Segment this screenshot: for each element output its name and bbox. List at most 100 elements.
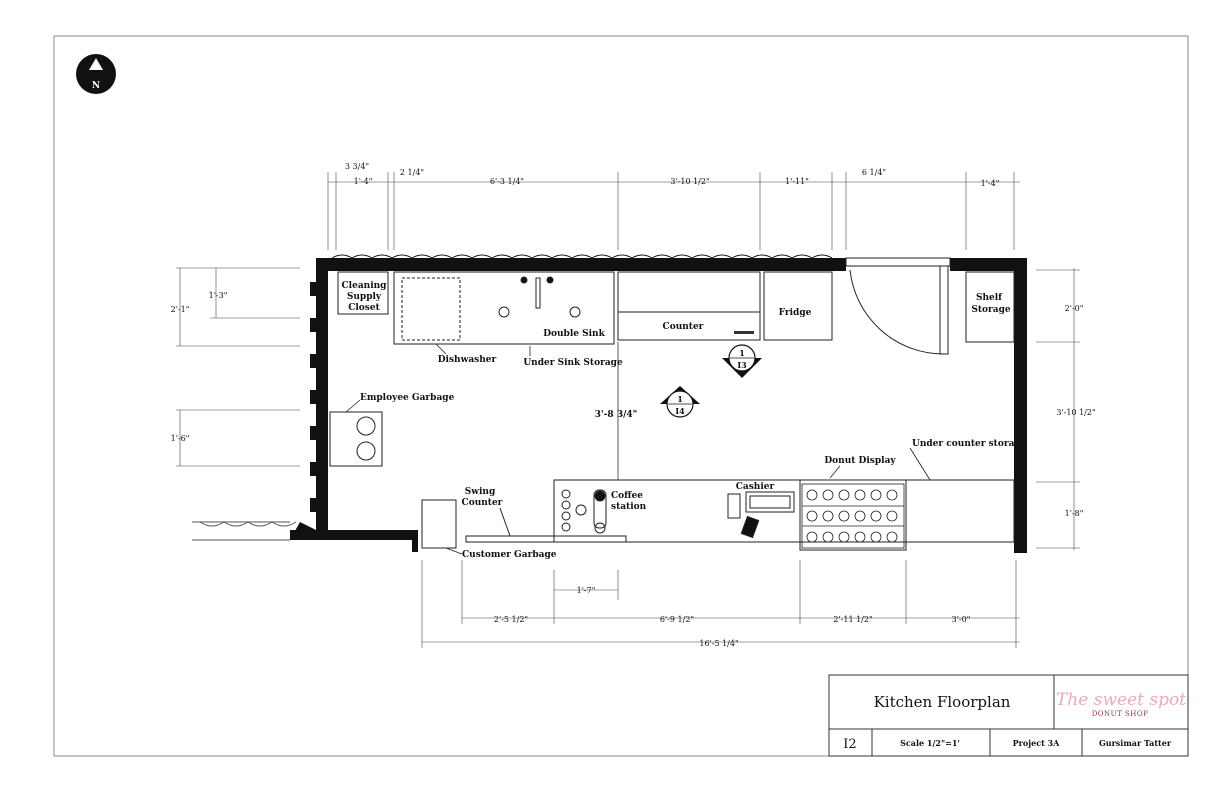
employee-garbage-label: Employee Garbage [360,393,455,403]
donut-display-label: Donut Display [824,456,896,466]
coffee-station-label-1: Coffee [611,491,643,501]
dim-right-1: 3'-10 1/2" [1056,408,1095,417]
donut-icon [806,489,818,501]
fridge-label: Fridge [779,308,812,318]
dim-top-5: 1'-11" [785,177,809,186]
swing-counter-label-2: Counter [462,498,503,508]
donut-icon [838,531,850,543]
author-name: Gursimar Tatter [1099,738,1172,748]
customer-garbage-label: Customer Garbage [462,550,557,560]
sheet-border [53,35,1189,757]
under-counter-storage-label: Under counter storage [912,439,1027,449]
walls [290,258,1027,553]
dim-top-2: 2 1/4" [400,168,424,177]
arrow-up-icon [89,58,103,70]
wall-return [412,530,418,552]
logo-wordmark: The sweet spot [1056,690,1186,710]
dim-bottom-1: 2'-5 1/2" [494,615,528,624]
donut-icon [806,510,818,522]
donut-icon [838,489,850,501]
sink-drain-icon [569,306,581,318]
dim-bottom-3: 2'-11 1/2" [833,615,872,624]
dim-top-3: 6'-3 1/4" [490,177,524,186]
top-dimensions [327,172,1020,250]
coffee-station-label-2: station [611,502,647,512]
east-wall [1014,258,1027,553]
donut-icon [886,510,898,522]
north-arrow: N [76,54,116,94]
shelf-storage: Shelf Storage [965,271,1015,343]
title-block: Kitchen Floorplan I2 Scale 1/2"=1' Proje… [828,674,1189,757]
north-wall-hatch [331,254,833,259]
bottom-dimensions [421,560,1020,648]
fridge: Fridge [763,271,833,341]
sink-counter [393,271,615,345]
dim-top-4: 3'-10 1/2" [670,177,709,186]
section-marker-i3-sheet: I3 [737,360,747,370]
dishwasher [401,277,461,341]
donut-icon [854,489,866,501]
swing-counter [465,507,627,543]
swing-counter-label-1: Swing [465,487,496,497]
dim-right-0: 2'-0" [1065,304,1084,313]
donut-icon [870,510,882,522]
donut-icon [886,489,898,501]
section-marker-i4: 1 I4 [660,386,700,418]
section-marker-i4-number: 1 [677,394,683,404]
dim-bottom-total: 16'-5 1/4" [699,639,738,648]
double-sink-label: Double Sink [543,329,605,339]
dim-bottom-0: 1'-7" [577,586,596,595]
cleaning-supply-closet: Cleaning Supply Closet [337,271,389,315]
counter-label: Counter [663,322,704,332]
donut-case [801,483,905,549]
customer-garbage: Customer Garbage [421,499,557,560]
donut-icon [870,489,882,501]
donut-icon [854,531,866,543]
donut-icon [870,531,882,543]
dim-top-1: 1'-4" [354,177,373,186]
west-wall [316,258,328,540]
shelf-storage-label-2: Storage [971,305,1011,315]
dim-bottom-4: 3'-0" [952,615,971,624]
drawing-title: Kitchen Floorplan [874,693,1011,711]
faucet-icon [535,277,541,309]
cashier-label: Cashier [736,482,775,492]
outside-ground-line [192,521,297,541]
section-marker-i3: 1 I3 [722,344,762,378]
donut-icon [854,510,866,522]
cleaning-closet-label-3: Closet [348,303,380,313]
north-label: N [92,81,100,91]
dim-right-2: 1'-8" [1065,509,1084,518]
under-sink-storage-label: Under Sink Storage [523,358,623,368]
donut-icon [822,489,834,501]
north-wall [316,258,846,271]
dim-top-6: 6 1/4" [862,168,886,177]
logo-subtitle: DONUT SHOP [1092,710,1149,718]
north-wall-east [950,258,1027,271]
cleaning-closet-label-1: Cleaning [342,281,388,291]
dim-left-0: 2'-1" [171,305,190,314]
cleaning-closet-label-2: Supply [347,292,382,302]
dim-top-7: 1'-4" [981,179,1000,188]
project-name: Project 3A [1013,738,1060,748]
sink-drain-icon [498,306,510,318]
counter: Counter [617,271,761,341]
right-dimensions [1036,268,1080,550]
wall-corner [290,522,316,540]
section-marker-i3-number: 1 [739,348,745,358]
shelf-storage-label-1: Shelf [976,293,1003,303]
dim-left-2: 1'-6" [171,434,190,443]
dishwasher-label: Dishwasher [438,355,497,365]
south-wall-west [290,530,417,540]
west-wall-bumps [310,282,316,512]
left-dimensions [176,267,300,467]
drawing-scale: Scale 1/2"=1' [900,738,960,748]
sheet-number: I2 [843,737,856,752]
donut-icon [806,531,818,543]
dim-left-1: 1'-3" [209,291,228,300]
donut-icon [838,510,850,522]
coffee-station [561,489,607,534]
cashier-station [727,491,795,539]
front-counter [553,479,1015,551]
dim-top-0: 3 3/4" [345,162,369,171]
